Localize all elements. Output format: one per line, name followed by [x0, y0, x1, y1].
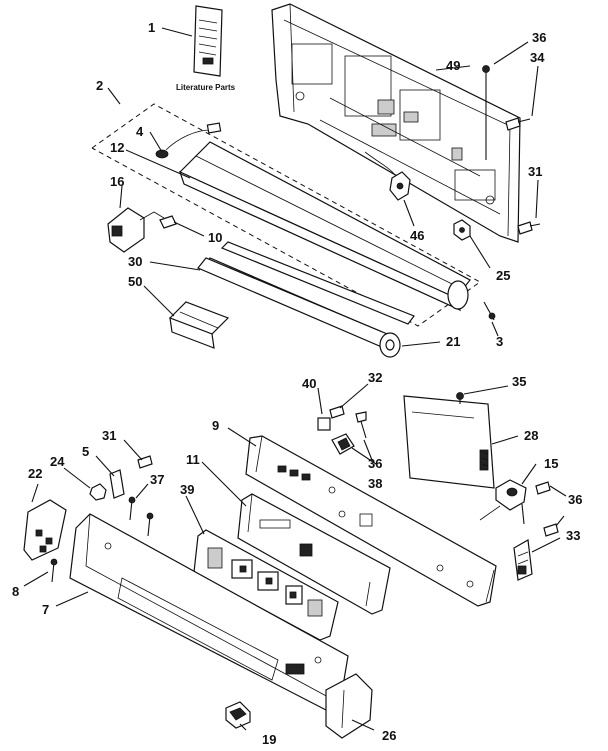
callout-24: 24: [50, 454, 65, 469]
callout-26: 26: [382, 728, 396, 743]
callout-4: 4: [136, 124, 144, 139]
callout-28: 28: [524, 428, 538, 443]
callout-35: 35: [512, 374, 526, 389]
screw-32: [329, 405, 345, 419]
callout-25: 25: [496, 268, 510, 283]
screw-3: [483, 301, 496, 321]
callout-36-mid: 36: [368, 456, 382, 471]
callout-12: 12: [110, 140, 124, 155]
callout-32: 32: [368, 370, 382, 385]
callout-36-top: 36: [532, 30, 546, 45]
circuit-board: [403, 392, 495, 489]
callout-2: 2: [96, 78, 103, 93]
console-backplate: [271, 3, 521, 243]
relay-38: [331, 433, 355, 455]
callout-8: 8: [12, 584, 19, 599]
callout-15: 15: [544, 456, 558, 471]
screw-37: [128, 496, 154, 537]
screw-31-top: [517, 221, 541, 235]
nut-24: [89, 483, 107, 501]
callout-46: 46: [410, 228, 424, 243]
callout-labels: 1 2 3 4 5 7 8 9 10 11 12 15 16 19 21 22 …: [12, 20, 582, 747]
callout-21: 21: [446, 334, 460, 349]
end-cap: [107, 207, 165, 253]
lamp-socket: [479, 479, 527, 525]
screw-36-top: [482, 65, 490, 160]
callout-38: 38: [368, 476, 382, 491]
callout-40: 40: [302, 376, 316, 391]
knob-19: [225, 701, 251, 729]
callout-9: 9: [212, 418, 219, 433]
clip-5: [109, 469, 125, 499]
callout-22: 22: [28, 466, 42, 481]
switch-40: [317, 417, 331, 431]
callout-31-top: 31: [528, 164, 542, 179]
callout-49: 49: [446, 58, 460, 73]
callout-39: 39: [180, 482, 194, 497]
nut-25: [453, 219, 471, 241]
callout-11: 11: [186, 452, 200, 467]
overlay-panel: [237, 493, 391, 615]
console-top-cover: [178, 141, 471, 312]
callout-37: 37: [150, 472, 164, 487]
callout-19: 19: [262, 732, 276, 747]
callout-10: 10: [208, 230, 222, 245]
literature-booklet: [193, 5, 223, 77]
callout-31-lower: 31: [102, 428, 116, 443]
literature-caption: Literature Parts: [176, 83, 236, 92]
callout-30: 30: [128, 254, 142, 269]
callout-50: 50: [128, 274, 142, 289]
callout-36-lower: 36: [568, 492, 582, 507]
callout-7: 7: [42, 602, 49, 617]
callout-1: 1: [148, 20, 155, 35]
callout-5: 5: [82, 444, 89, 459]
callout-3: 3: [496, 334, 503, 349]
callout-16: 16: [110, 174, 124, 189]
bracket-50: [168, 301, 230, 349]
leader-lines: [23, 27, 567, 731]
screw-8: [50, 558, 58, 583]
display-board: [193, 529, 339, 641]
screw-36-mid: [355, 411, 367, 439]
screw-10: [159, 215, 177, 229]
callout-34: 34: [530, 50, 545, 65]
terminal-block: [513, 539, 533, 581]
callout-33: 33: [566, 528, 580, 543]
screw-36-lower: [535, 481, 559, 537]
end-bracket-left: [23, 499, 67, 561]
screw-34: [505, 117, 531, 131]
wire-clip: [364, 151, 411, 201]
mounting-bracket: [245, 435, 497, 607]
end-cap-right: [325, 673, 373, 739]
light-tube: [197, 257, 401, 358]
wire-harness: [155, 122, 222, 159]
